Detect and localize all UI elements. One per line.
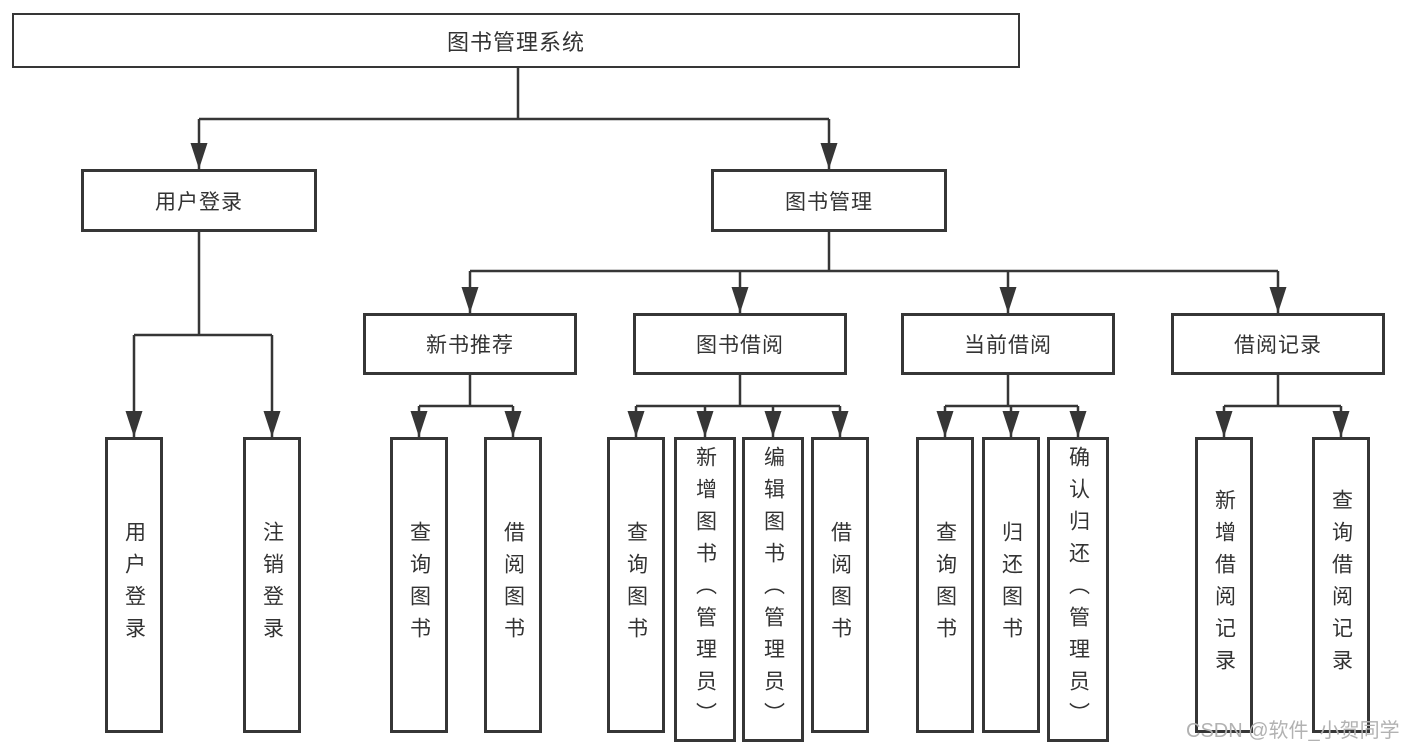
node-current-borrow-label: 当前借阅 [964, 334, 1052, 357]
node-borrow-records-label: 借阅记录 [1234, 334, 1322, 357]
leaf-add-book-admin: 新增图书（管理员） [674, 437, 736, 742]
leaf-query-borrow-record-label: 查询借阅记录 [1329, 489, 1353, 681]
node-user-login: 用户登录 [81, 169, 317, 232]
leaf-query-books-current: 查询图书 [916, 437, 974, 733]
leaf-return-book: 归还图书 [982, 437, 1040, 733]
connector-root [190, 68, 838, 169]
leaf-borrow-books-recommend: 借阅图书 [484, 437, 542, 733]
node-borrow-records: 借阅记录 [1171, 313, 1385, 375]
node-book-borrow-label: 图书借阅 [696, 334, 784, 357]
leaf-add-borrow-record: 新增借阅记录 [1195, 437, 1253, 733]
connector-book-borrow [627, 375, 849, 437]
leaf-borrow-books: 借阅图书 [811, 437, 869, 733]
connector-book-management [461, 232, 1287, 313]
leaf-confirm-return-admin-label: 确认归还（管理员） [1066, 445, 1090, 734]
leaf-add-book-admin-label: 新增图书（管理员） [693, 445, 717, 734]
leaf-query-books-recommend: 查询图书 [390, 437, 448, 733]
node-root: 图书管理系统 [12, 13, 1020, 68]
watermark-text: CSDN @软件_小贺同学 [1186, 720, 1400, 742]
connector-current-borrow [936, 375, 1087, 437]
leaf-logout: 注销登录 [243, 437, 301, 733]
node-book-borrow: 图书借阅 [633, 313, 847, 375]
leaf-borrow-books-label: 借阅图书 [828, 521, 852, 649]
leaf-edit-book-admin-label: 编辑图书（管理员） [761, 445, 785, 734]
node-book-management-label: 图书管理 [785, 190, 873, 214]
leaf-return-book-label: 归还图书 [999, 521, 1023, 649]
leaf-confirm-return-admin: 确认归还（管理员） [1047, 437, 1109, 742]
leaf-query-books-current-label: 查询图书 [933, 521, 957, 649]
node-new-book-recommend: 新书推荐 [363, 313, 577, 375]
leaf-borrow-books-recommend-label: 借阅图书 [501, 521, 525, 649]
node-book-management: 图书管理 [711, 169, 947, 232]
leaf-user-login: 用户登录 [105, 437, 163, 733]
leaf-query-borrow-record: 查询借阅记录 [1312, 437, 1370, 733]
leaf-query-books-borrow-label: 查询图书 [624, 521, 648, 649]
node-new-book-recommend-label: 新书推荐 [426, 334, 514, 357]
leaf-logout-label: 注销登录 [260, 521, 284, 649]
node-user-login-label: 用户登录 [155, 190, 243, 214]
leaf-user-login-label: 用户登录 [122, 521, 146, 649]
leaf-query-books-recommend-label: 查询图书 [407, 521, 431, 649]
node-root-label: 图书管理系统 [446, 29, 585, 55]
node-current-borrow: 当前借阅 [901, 313, 1115, 375]
leaf-edit-book-admin: 编辑图书（管理员） [742, 437, 804, 742]
leaf-query-books-borrow: 查询图书 [607, 437, 665, 733]
connector-borrow-records [1215, 375, 1350, 437]
connector-user-login [125, 232, 281, 437]
connector-new-book-recommend [410, 375, 522, 437]
leaf-add-borrow-record-label: 新增借阅记录 [1212, 489, 1236, 681]
